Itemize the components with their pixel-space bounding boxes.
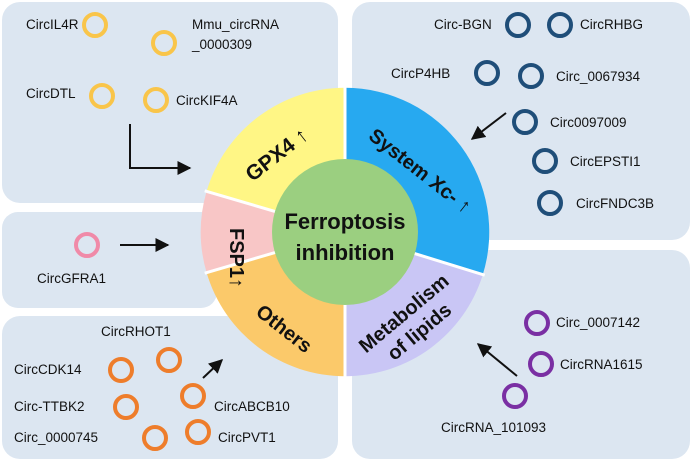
circrna-label: Circ0097009 [550, 115, 627, 130]
circrna-ring-icon [474, 60, 500, 86]
center-circle [272, 159, 418, 305]
circrna-ring-icon [524, 310, 550, 336]
circrna-label: CircRHBG [580, 17, 643, 32]
circrna-ring-icon [143, 87, 169, 113]
circrna-ring-icon [89, 83, 115, 109]
circrna-ring-icon [518, 63, 544, 89]
circrna-label: CircABCB10 [214, 399, 290, 414]
circrna-label: CircRNA_101093 [441, 420, 546, 435]
circrna-label: CircFNDC3B [576, 196, 654, 211]
circrna-ring-icon [82, 12, 108, 38]
circrna-ring-icon [502, 383, 528, 409]
circrna-label: CircKIF4A [176, 93, 238, 108]
lipids-circrna-group: Circ_0007142 CircRNA1615 CircRNA_101093 [441, 310, 643, 435]
others-circrna-group: CircRHOT1 CircCDK14 Circ-TTBK2 Circ_0000… [14, 324, 290, 451]
arrow-system-xc [470, 112, 507, 140]
circrna-ring-icon [505, 12, 531, 38]
panel-fsp1 [2, 212, 217, 308]
center-title-line2: inhibition [296, 240, 395, 265]
circrna-label: CircEPSTI1 [570, 154, 641, 169]
circrna-label: Mmu_circRNA [192, 17, 279, 32]
gpx4-circrna-group: CircIL4R Mmu_circRNA _0000309 CircDTL Ci… [26, 12, 279, 113]
wheel: Ferroptosis inhibition [200, 86, 490, 378]
circrna-ring-icon [532, 148, 558, 174]
arrow-lipids [476, 343, 518, 377]
circrna-label: Circ_0000745 [14, 430, 98, 445]
circrna-label: CircP4HB [391, 66, 450, 81]
circrna-label: Circ-TTBK2 [14, 399, 85, 414]
circrna-label: CircIL4R [26, 17, 79, 32]
segment-fsp1-label: FSP1↑ [225, 228, 247, 288]
circrna-label: CircRHOT1 [101, 324, 171, 339]
circrna-ring-icon [185, 419, 211, 445]
circrna-label: CircCDK14 [14, 362, 82, 377]
arrow-gpx4 [129, 124, 192, 175]
fsp1-circrna-group: CircGFRA1 [37, 232, 106, 286]
system-xc-circrna-group: Circ-BGN CircRHBG CircP4HB Circ_0067934 … [391, 12, 654, 216]
circrna-label: CircDTL [26, 86, 76, 101]
circrna-label: CircPVT1 [218, 430, 276, 445]
circrna-label: Circ-BGN [434, 17, 492, 32]
circrna-ring-icon [108, 357, 134, 383]
circrna-label: Circ_0067934 [556, 69, 641, 84]
circrna-ring-icon [151, 30, 177, 56]
circrna-label: CircRNA1615 [560, 357, 643, 372]
arrow-others [202, 359, 224, 379]
circrna-ring-icon [537, 190, 563, 216]
center-title-line1: Ferroptosis [284, 209, 405, 234]
circrna-ring-icon [156, 347, 182, 373]
circrna-label: Circ_0007142 [556, 315, 640, 330]
circrna-ring-icon [547, 12, 573, 38]
circrna-ring-icon [528, 351, 554, 377]
circrna-ring-icon [512, 109, 538, 135]
circrna-ring-icon [74, 232, 100, 258]
circrna-ring-icon [142, 425, 168, 451]
circrna-ring-icon [180, 383, 206, 409]
panel-others [2, 316, 338, 459]
circrna-label: CircGFRA1 [37, 271, 106, 286]
circrna-label: _0000309 [191, 37, 252, 52]
circrna-ring-icon [113, 394, 139, 420]
